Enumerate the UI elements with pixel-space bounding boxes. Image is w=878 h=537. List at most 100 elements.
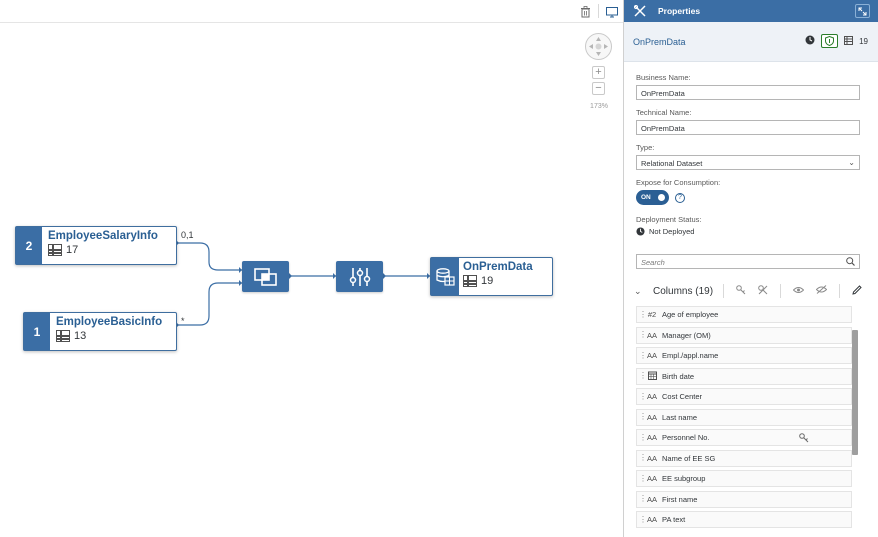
search-placeholder: Search bbox=[641, 258, 665, 267]
node-column-count: 17 bbox=[66, 244, 79, 256]
drag-handle-icon[interactable]: ⋮ bbox=[639, 412, 647, 421]
drag-handle-icon[interactable]: ⋮ bbox=[639, 350, 647, 360]
drag-handle-icon[interactable]: ⋮ bbox=[639, 391, 647, 401]
column-list-scroll-thumb[interactable] bbox=[852, 330, 858, 455]
monitor-icon[interactable] bbox=[604, 4, 620, 20]
node-number: 2 bbox=[16, 227, 42, 264]
join-node[interactable] bbox=[242, 261, 289, 292]
source-node-employee-basic-info[interactable]: 1 EmployeeBasicInfo 13 bbox=[23, 312, 177, 351]
expose-label: Expose for Consumption: bbox=[636, 178, 721, 187]
business-name-label: Business Name: bbox=[636, 73, 691, 82]
pan-control[interactable] bbox=[585, 33, 612, 60]
column-name: Empl./appl.name bbox=[662, 351, 719, 360]
trash-icon[interactable] bbox=[577, 4, 593, 20]
drag-handle-icon[interactable]: ⋮ bbox=[639, 453, 647, 462]
list-item[interactable]: ⋮Birth date bbox=[636, 367, 852, 385]
expose-toggle[interactable]: ON bbox=[636, 190, 669, 205]
list-item[interactable]: ⋮AA Empl./appl.name bbox=[636, 347, 852, 364]
list-item[interactable]: ⋮AA Manager (OM) bbox=[636, 326, 852, 344]
zoom-level: 173% bbox=[590, 103, 608, 110]
toggle-knob bbox=[656, 192, 667, 203]
key-icon bbox=[799, 433, 809, 445]
column-name: PA text bbox=[662, 515, 686, 524]
column-type-icon: AA bbox=[646, 433, 657, 442]
column-count: 19 bbox=[859, 36, 868, 46]
connector-lines bbox=[176, 240, 430, 328]
toggle-state: ON bbox=[641, 194, 651, 201]
hide-icon[interactable] bbox=[815, 285, 828, 297]
shield-icon[interactable] bbox=[821, 34, 839, 48]
output-node-onpremdata[interactable]: OnPremData 19 bbox=[430, 257, 553, 296]
drag-handle-icon[interactable]: ⋮ bbox=[639, 514, 647, 524]
node-title: EmployeeSalaryInfo bbox=[48, 230, 158, 242]
column-type-icon: AA bbox=[646, 351, 657, 360]
technical-name-label: Technical Name: bbox=[636, 108, 692, 117]
drag-handle-icon[interactable]: ⋮ bbox=[639, 494, 647, 503]
zoom-in-button[interactable]: + bbox=[592, 66, 605, 79]
deployment-label: Deployment Status: bbox=[636, 215, 702, 224]
edit-icon[interactable] bbox=[852, 284, 862, 298]
column-type-icon: AA bbox=[646, 330, 657, 340]
column-type-icon: #2 bbox=[647, 310, 657, 319]
technical-name-input[interactable]: OnPremData bbox=[636, 120, 860, 135]
chevron-down-icon[interactable]: ⌄ bbox=[634, 285, 642, 296]
chevron-down-icon: ⌄ bbox=[848, 158, 855, 167]
columns-count-icon bbox=[844, 35, 854, 47]
business-name-input[interactable]: OnPremData bbox=[636, 85, 860, 100]
table-icon bbox=[56, 330, 70, 342]
expand-panel-icon[interactable] bbox=[855, 4, 870, 18]
drag-handle-icon[interactable]: ⋮ bbox=[639, 371, 647, 380]
sliders-icon bbox=[349, 267, 370, 286]
column-type-icon: AA bbox=[646, 515, 657, 524]
column-name: Cost Center bbox=[662, 392, 703, 401]
zoom-out-button[interactable]: − bbox=[592, 82, 605, 95]
columns-section-header: ⌄ Columns (19) bbox=[634, 284, 862, 298]
key-icon[interactable] bbox=[736, 284, 746, 298]
dataset-icon bbox=[436, 267, 455, 286]
drag-handle-icon[interactable]: ⋮ bbox=[639, 330, 647, 339]
source-node-employee-salary-info[interactable]: 2 EmployeeSalaryInfo 17 bbox=[15, 226, 177, 265]
drag-handle-icon[interactable]: ⋮ bbox=[639, 473, 647, 483]
drag-handle-icon[interactable]: ⋮ bbox=[639, 309, 647, 319]
object-summary: OnPremData 19 bbox=[624, 22, 878, 62]
type-value: Relational Dataset bbox=[641, 159, 703, 168]
properties-form: Business Name: OnPremData Technical Name… bbox=[636, 73, 860, 236]
table-icon bbox=[48, 244, 62, 256]
cardinality-label: * bbox=[181, 316, 185, 326]
projection-node[interactable] bbox=[336, 261, 383, 292]
node-number: 1 bbox=[24, 313, 50, 350]
panel-scrollbar[interactable] bbox=[867, 66, 874, 536]
join-icon bbox=[253, 267, 277, 286]
list-item[interactable]: ⋮AA PA text bbox=[636, 511, 852, 528]
column-name: Personnel No. bbox=[662, 433, 710, 442]
object-name: OnPremData bbox=[633, 36, 686, 47]
help-icon[interactable]: ? bbox=[675, 192, 685, 203]
list-item[interactable]: ⋮AA Personnel No. bbox=[636, 429, 852, 446]
type-label: Type: bbox=[636, 143, 655, 152]
panel-title: Properties bbox=[658, 6, 701, 16]
column-name: Manager (OM) bbox=[662, 330, 711, 340]
column-type-icon: AA bbox=[646, 412, 657, 422]
column-type-icon: AA bbox=[646, 453, 657, 463]
remove-key-icon[interactable] bbox=[758, 284, 768, 298]
canvas-toolbar bbox=[0, 0, 623, 23]
type-select[interactable]: Relational Dataset ⌄ bbox=[636, 155, 860, 170]
output-node-title: OnPremData bbox=[463, 261, 533, 273]
drag-handle-icon[interactable]: ⋮ bbox=[639, 432, 647, 442]
table-icon bbox=[463, 275, 477, 287]
toolbar-divider bbox=[780, 284, 781, 298]
column-search-input[interactable]: Search bbox=[636, 254, 860, 269]
model-canvas[interactable]: + − 173% 0,1 * 2 EmployeeSalaryInfo 17 1… bbox=[0, 0, 623, 537]
clock-icon bbox=[636, 227, 645, 236]
eye-icon[interactable] bbox=[792, 286, 805, 297]
search-icon[interactable] bbox=[846, 257, 855, 268]
calendar-icon bbox=[645, 371, 659, 382]
panel-header: Properties bbox=[624, 0, 878, 22]
